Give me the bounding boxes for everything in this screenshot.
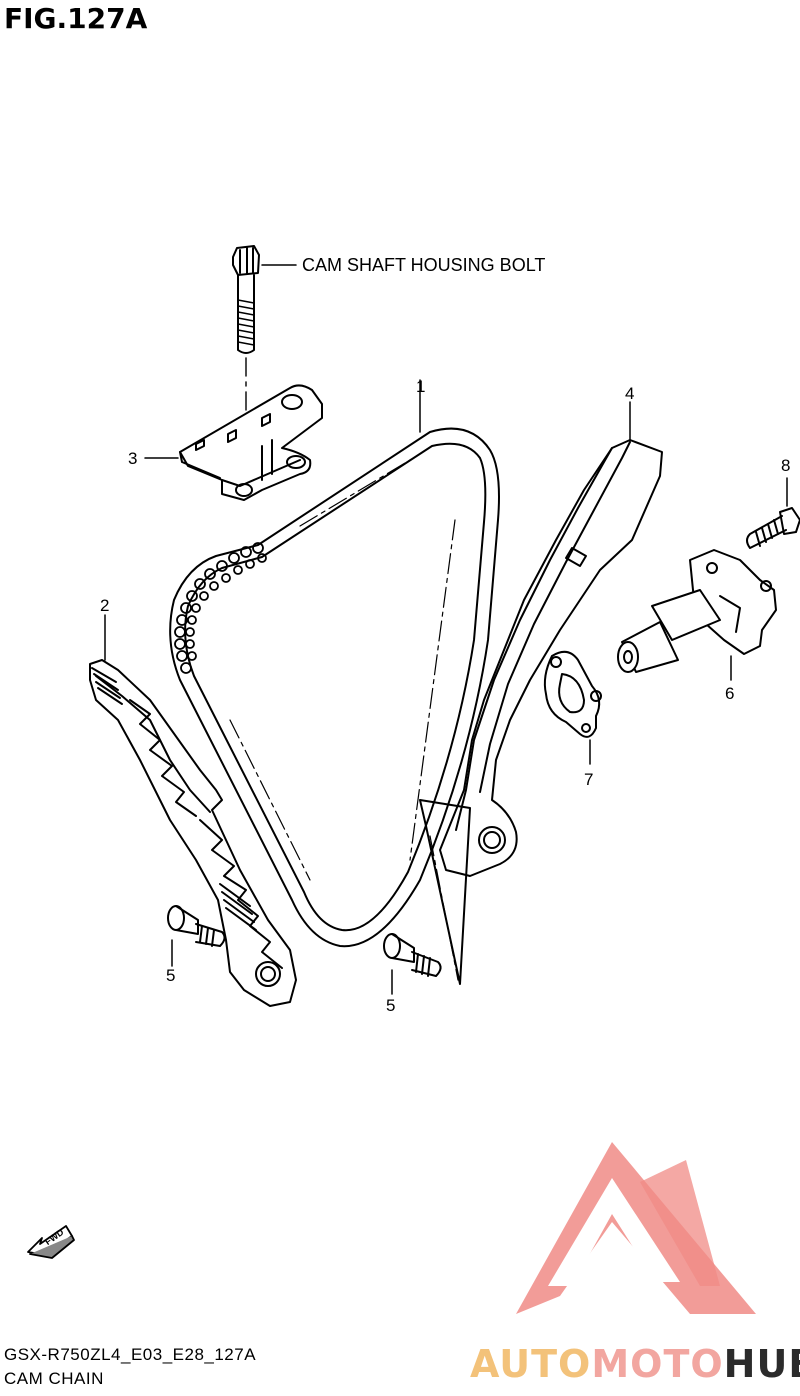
callout-7: 7 xyxy=(584,770,594,789)
figure-title: FIG.127A xyxy=(4,2,148,35)
model-code: GSX-R750ZL4_E03_E28_127A xyxy=(4,1345,257,1364)
part-7-gasket xyxy=(543,650,602,765)
callout-3: 3 xyxy=(128,449,138,468)
cam-shaft-housing-bolt xyxy=(232,245,297,471)
callout-5-left: 5 xyxy=(166,966,176,985)
part-8-bolt xyxy=(746,477,800,549)
callout-1: 1 xyxy=(416,377,426,396)
part-4-chain-guide xyxy=(419,401,663,985)
part-2-tensioner-guide xyxy=(89,614,297,1007)
callout-5-right: 5 xyxy=(386,996,396,1015)
part-3-chain-guide-bracket xyxy=(144,384,323,501)
part-5-guide-bolt-left xyxy=(167,905,226,967)
watermark-auto: AUTO xyxy=(470,1342,592,1386)
part-6-tensioner-adjuster xyxy=(617,549,777,681)
watermark-text: AUTOMOTOHUB xyxy=(470,1342,800,1386)
callout-2: 2 xyxy=(100,596,110,615)
callout-8: 8 xyxy=(781,456,791,475)
watermark-logo xyxy=(516,1142,756,1314)
watermark-moto: MOTO xyxy=(591,1342,724,1386)
part-5-guide-bolt-right xyxy=(383,933,442,995)
callout-4: 4 xyxy=(625,384,635,403)
callout-6: 6 xyxy=(725,684,735,703)
cam-shaft-housing-bolt-label: CAM SHAFT HOUSING BOLT xyxy=(302,255,546,275)
section-name: CAM CHAIN xyxy=(4,1369,104,1388)
part-1-cam-chain xyxy=(169,379,500,948)
watermark-hub: HUB xyxy=(723,1342,800,1386)
fwd-arrow-icon xyxy=(27,1225,75,1259)
